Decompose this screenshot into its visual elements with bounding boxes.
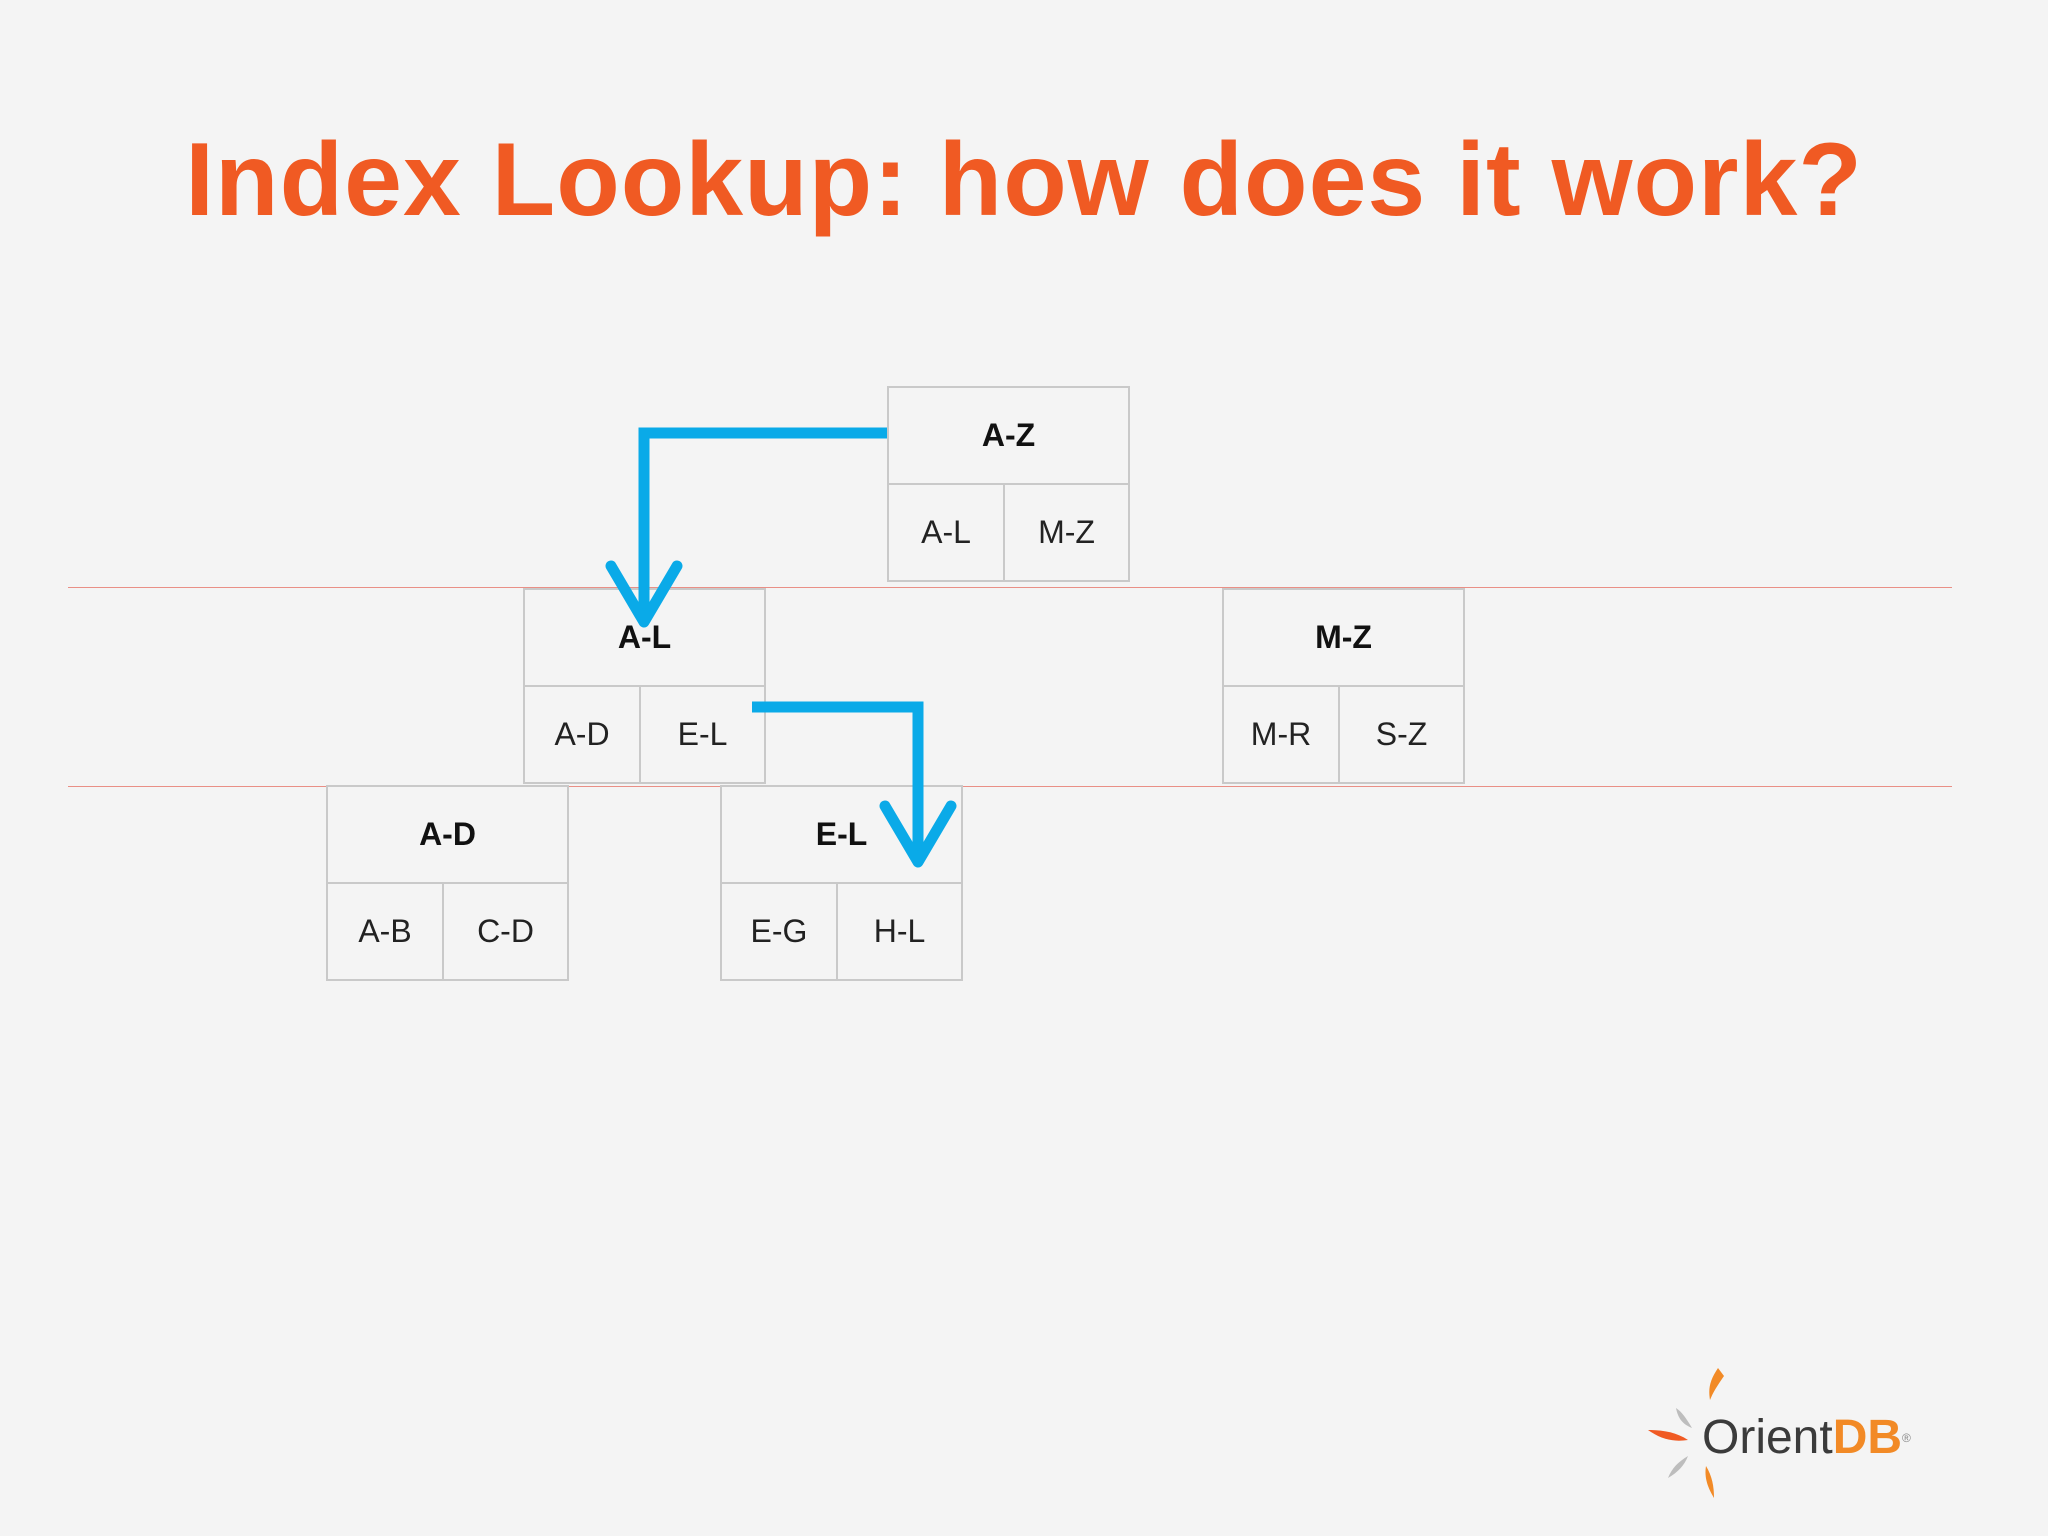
page-title: Index Lookup: how does it work? bbox=[185, 122, 1863, 238]
node-ad-right-key: C-D bbox=[477, 913, 534, 949]
node-root-left-key: A-L bbox=[889, 485, 1005, 580]
node-mz-head: M-Z bbox=[1224, 590, 1463, 687]
logo-db-text: DB bbox=[1832, 1411, 1903, 1464]
node-ad-left-key: A-B bbox=[328, 884, 444, 979]
orientdb-logo-icon bbox=[1648, 1368, 1724, 1498]
node-al-right-key: E-L bbox=[677, 716, 728, 752]
node-mz-right-key: S-Z bbox=[1375, 716, 1428, 752]
orientdb-wordmark: OrientDB® bbox=[1702, 1410, 1911, 1466]
logo-orient-text: Orient bbox=[1702, 1411, 1833, 1464]
node-al-left-key: A-D bbox=[525, 687, 641, 782]
tree-node-mz: M-Z M-R S-Z bbox=[1222, 588, 1465, 784]
node-el-right-key: H-L bbox=[873, 913, 926, 949]
level-divider-2 bbox=[68, 786, 1952, 787]
tree-node-ad: A-D A-B C-D bbox=[326, 785, 569, 981]
node-mz-left-key: M-R bbox=[1224, 687, 1340, 782]
orientdb-logo: OrientDB® bbox=[1648, 1368, 1911, 1508]
node-el-head: E-L bbox=[722, 787, 961, 884]
node-al-head: A-L bbox=[525, 590, 764, 687]
logo-registered-mark: ® bbox=[1902, 1431, 1911, 1445]
node-ad-head: A-D bbox=[328, 787, 567, 884]
level-divider-1 bbox=[68, 587, 1952, 588]
tree-node-al: A-L A-D E-L bbox=[523, 588, 766, 784]
node-root-right-key: M-Z bbox=[1038, 514, 1095, 550]
tree-node-el: E-L E-G H-L bbox=[720, 785, 963, 981]
tree-node-root: A-Z A-L M-Z bbox=[887, 386, 1130, 582]
node-root-head: A-Z bbox=[889, 388, 1128, 485]
node-el-left-key: E-G bbox=[722, 884, 838, 979]
